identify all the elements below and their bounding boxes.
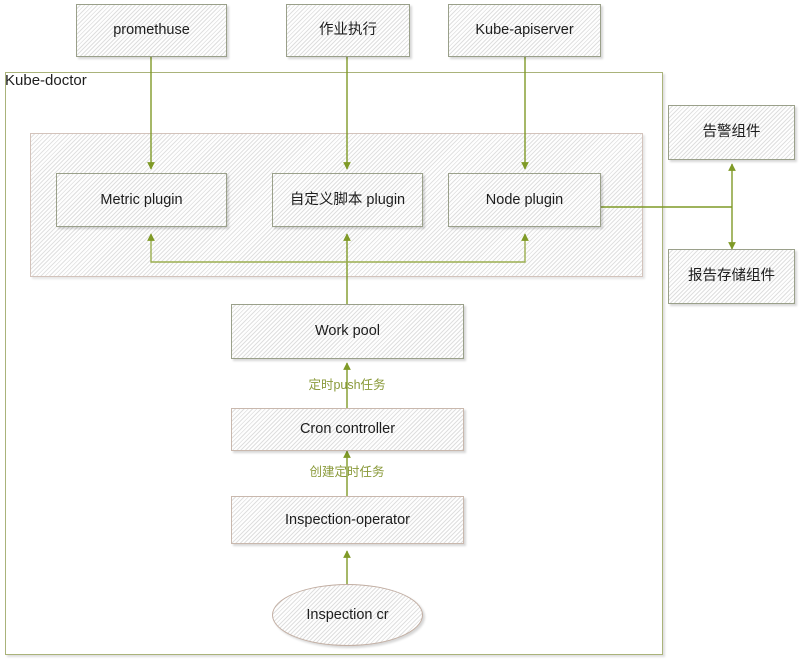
- kube-doctor-label: Kube-doctor: [5, 72, 87, 89]
- node-metric-plugin[interactable]: Metric plugin: [56, 173, 227, 227]
- node-inspection-cr-label: Inspection cr: [306, 606, 389, 623]
- node-inspection-operator[interactable]: Inspection-operator: [231, 496, 464, 544]
- node-promethuse[interactable]: promethuse: [76, 4, 227, 57]
- edge-label-create-task: 创建定时任务: [309, 465, 385, 479]
- node-alert-component[interactable]: 告警组件: [668, 105, 795, 160]
- node-alert-component-label: 告警组件: [702, 124, 761, 141]
- node-kube-apiserver-label: Kube-apiserver: [475, 22, 574, 39]
- node-report-storage-label: 报告存储组件: [688, 268, 775, 285]
- node-promethuse-label: promethuse: [113, 22, 190, 39]
- node-job-exec[interactable]: 作业执行: [286, 4, 410, 57]
- node-cron-controller[interactable]: Cron controller: [231, 408, 464, 451]
- node-report-storage[interactable]: 报告存储组件: [668, 249, 795, 304]
- node-metric-plugin-label: Metric plugin: [100, 191, 183, 208]
- node-script-plugin-label: 自定义脚本 plugin: [289, 191, 406, 208]
- node-work-pool-label: Work pool: [314, 323, 380, 340]
- node-script-plugin[interactable]: 自定义脚本 plugin: [272, 173, 423, 227]
- node-kube-apiserver[interactable]: Kube-apiserver: [448, 4, 601, 57]
- node-node-plugin[interactable]: Node plugin: [448, 173, 601, 227]
- edge-label-push-task: 定时push任务: [308, 378, 386, 392]
- node-work-pool[interactable]: Work pool: [231, 304, 464, 359]
- node-job-exec-label: 作业执行: [319, 22, 377, 39]
- node-node-plugin-label: Node plugin: [485, 191, 564, 208]
- node-inspection-cr[interactable]: Inspection cr: [272, 584, 423, 646]
- node-inspection-operator-label: Inspection-operator: [285, 511, 410, 528]
- node-cron-controller-label: Cron controller: [299, 421, 396, 438]
